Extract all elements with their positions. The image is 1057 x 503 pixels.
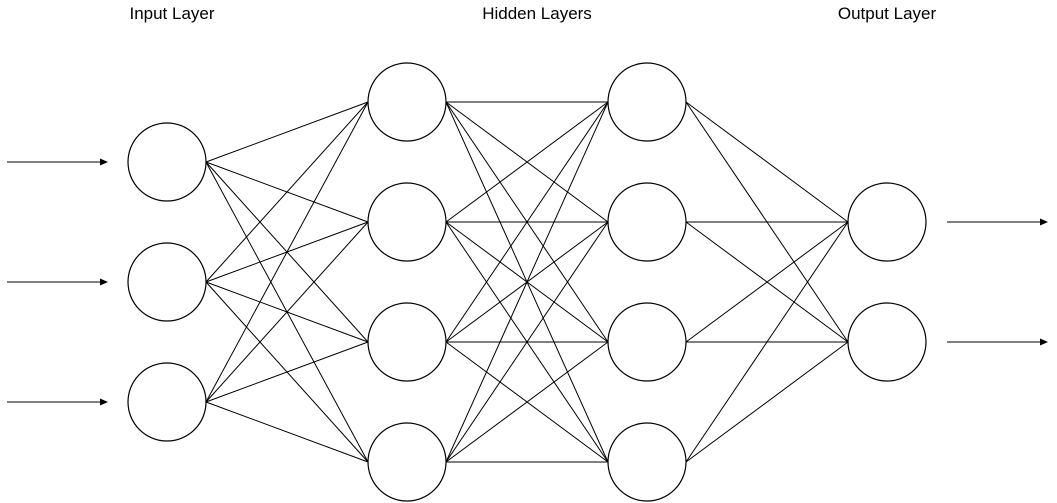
connections-group (205, 101, 849, 463)
connection-edge (685, 341, 849, 463)
output-layer-label: Output Layer (838, 4, 937, 23)
input-neuron (127, 242, 207, 322)
connection-edge (205, 221, 369, 403)
connection-edge (205, 341, 369, 403)
connection-edge (445, 341, 609, 463)
connection-edge (205, 101, 369, 163)
connection-edge (205, 401, 369, 463)
input-neuron (127, 122, 207, 202)
output-neuron (847, 302, 927, 382)
neurons-group (127, 62, 927, 502)
hidden-layers-label: Hidden Layers (482, 4, 592, 23)
hidden-neuron (367, 62, 447, 142)
connection-edge (445, 221, 609, 463)
connection-edge (685, 221, 849, 463)
connection-edge (445, 101, 609, 343)
hidden-neuron (607, 302, 687, 382)
connection-edge (205, 101, 369, 403)
hidden-neuron (367, 302, 447, 382)
arrows-group (7, 158, 1048, 406)
connection-edge (685, 101, 849, 223)
output-neuron (847, 182, 927, 262)
hidden-neuron (607, 422, 687, 502)
hidden-neuron (367, 182, 447, 262)
input-layer-label: Input Layer (129, 4, 214, 23)
connection-edge (445, 101, 609, 463)
connection-edge (685, 221, 849, 343)
connection-edge (445, 101, 609, 223)
input-neuron (127, 362, 207, 442)
hidden-neuron (607, 182, 687, 262)
hidden-neuron (607, 62, 687, 142)
connection-edge (205, 101, 369, 283)
hidden-neuron (367, 422, 447, 502)
